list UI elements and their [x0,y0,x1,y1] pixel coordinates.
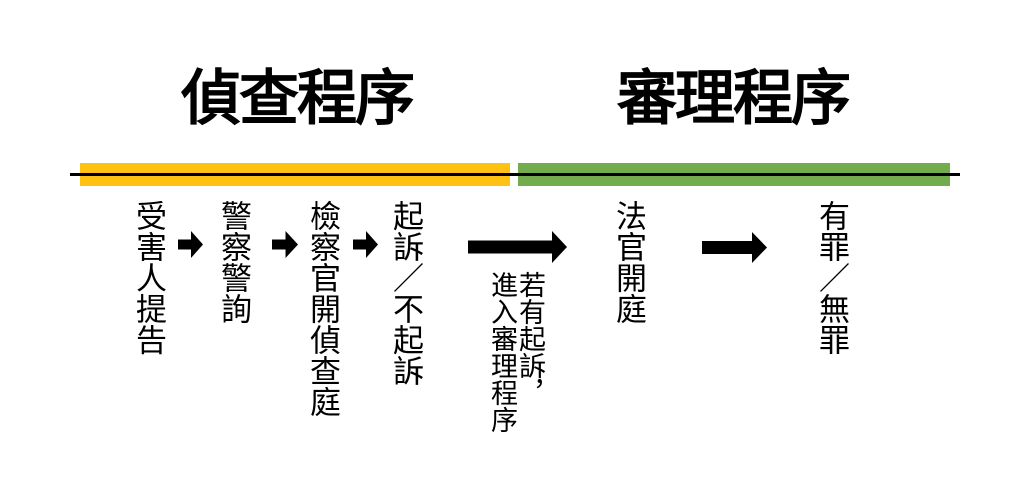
big-arrow-caption-column-2: 進入審理程序 [487,271,517,433]
trial-phase-title: 審理程序 [617,66,851,132]
big-arrow-caption: 若有起訴， 進入審理程序 [487,271,545,433]
long-right-arrow-icon [468,231,567,263]
flow-step-judge-court-session: 法官開庭 [611,200,646,324]
flow-step-prosecutor-investigation-court: 檢察官開偵查庭 [305,200,340,417]
right-arrow-icon [272,231,298,258]
timeline-axis-line [70,173,960,176]
flow-step-indict-or-not: 起訴／不起訴 [388,200,423,386]
flow-step-police-questioning: 警察警詢 [216,200,251,324]
flow-step-guilty-or-not: 有罪／無罪 [814,200,849,355]
investigation-phase-title: 偵查程序 [181,66,415,132]
big-arrow-caption-column-1: 若有起訴， [515,271,545,406]
right-arrow-icon [178,231,203,258]
right-arrow-icon [353,231,378,258]
flow-step-victim-complaint: 受害人提告 [131,200,166,355]
right-arrow-icon [702,232,767,263]
